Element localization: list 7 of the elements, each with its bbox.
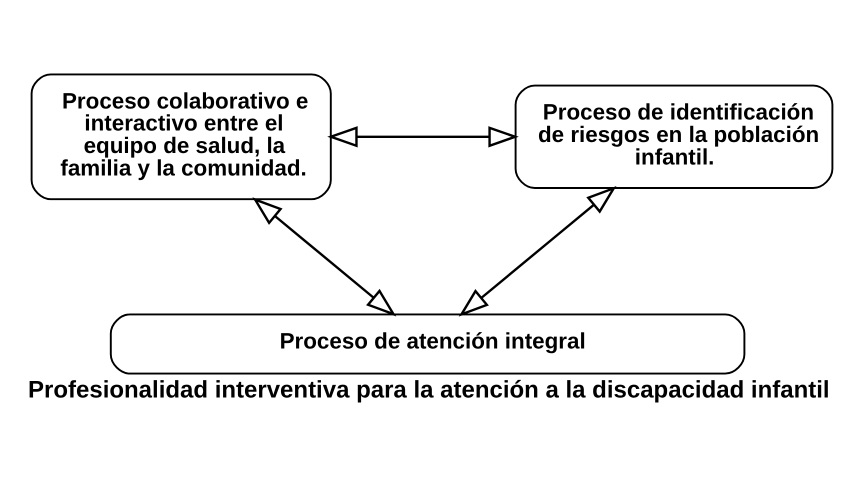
node-box: Proceso colaborativo e interactivo entre el equipo de salud, la familia y la comunidad. <box>30 72 332 200</box>
node-box: Proceso de identificación de riesgos en la población infantil. <box>514 84 834 188</box>
arrow <box>458 185 617 316</box>
arrow <box>252 196 396 316</box>
caption: Profesionalidad interventiva para la atención a la discapacidad infantil <box>28 376 830 404</box>
node-box: Proceso de atención integral <box>110 312 746 374</box>
arrow <box>327 126 519 147</box>
